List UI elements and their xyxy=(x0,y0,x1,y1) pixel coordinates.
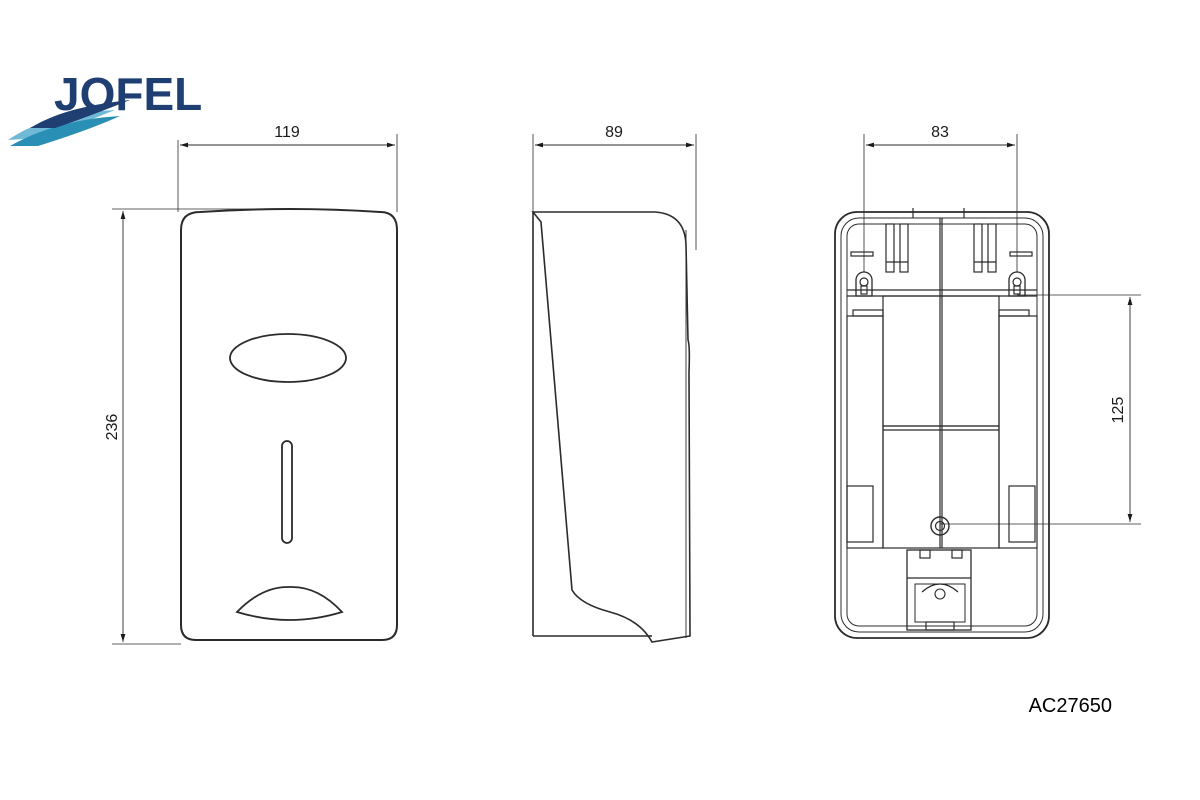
jofel-logo: JOFEL xyxy=(8,68,202,146)
side-body xyxy=(531,211,691,643)
front-level-slot xyxy=(281,440,293,544)
front-window xyxy=(229,333,347,383)
pump-housing xyxy=(906,549,972,631)
front-push-button xyxy=(235,586,344,621)
keyhole-left xyxy=(855,271,873,297)
back-vertical-spacing-label: 125 xyxy=(1110,397,1127,424)
product-code: AC27650 xyxy=(1029,695,1112,717)
back-outer-shell xyxy=(834,211,1050,639)
back-hole-spacing-label: 83 xyxy=(931,124,949,141)
bottom-screw-hole xyxy=(930,516,950,536)
side-view xyxy=(531,134,697,643)
front-view xyxy=(112,134,398,645)
front-height-label: 236 xyxy=(104,414,121,441)
logo-wordmark: JOFEL xyxy=(54,68,202,120)
front-body xyxy=(180,208,398,641)
keyhole-right xyxy=(1008,271,1026,297)
side-depth-label: 89 xyxy=(605,124,623,141)
front-width-label: 119 xyxy=(274,124,300,141)
back-view xyxy=(834,134,1141,639)
